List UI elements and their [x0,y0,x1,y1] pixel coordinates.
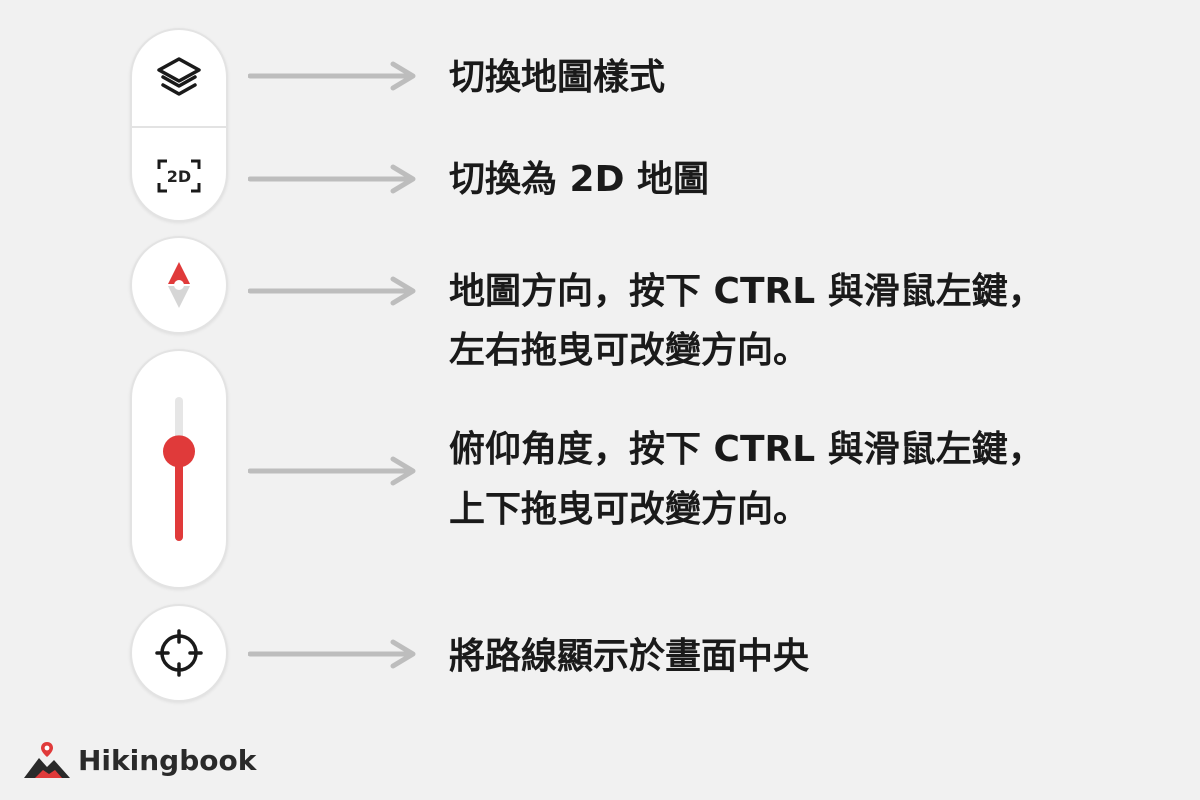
layers-icon [157,57,201,96]
divider [132,126,226,128]
crosshair-icon [155,629,203,677]
arrow-icon [248,164,416,194]
arrow-icon [248,456,416,486]
mountain-pin-icon [24,742,70,778]
arrow-icon [248,639,416,669]
map-style-button[interactable] [132,30,226,126]
tilt-description-line1: 俯仰角度，按下 CTRL 與滑鼠左鍵， [449,429,1044,470]
tilt-slider[interactable] [130,349,228,589]
tilt-slider-handle[interactable] [163,435,195,468]
view-2d-frame: 2D [157,159,201,193]
view-2d-description: 切換為 2D 地圖 [449,159,709,200]
tilt-slider-track [163,397,195,541]
arrow-icon [248,61,416,91]
arrow-icon [248,276,416,306]
compass-button[interactable] [130,236,228,334]
brand-logo: Hikingbook [22,738,256,782]
tilt-description-line2: 上下拖曳可改變方向。 [449,489,810,530]
compass-description-line1: 地圖方向，按下 CTRL 與滑鼠左鍵， [449,271,1044,312]
frame-corners-icon [157,159,201,193]
map-control-group: 2D [130,28,228,222]
brand-name: Hikingbook [78,743,257,777]
compass-icon [168,262,190,308]
view-2d-button[interactable]: 2D [132,128,226,224]
center-route-button[interactable] [130,604,228,702]
view-2d-label: 2D [166,166,192,186]
map-style-description: 切換地圖樣式 [449,57,666,98]
center-route-description: 將路線顯示於畫面中央 [449,636,810,677]
compass-description-line2: 左右拖曳可改變方向。 [449,330,810,371]
